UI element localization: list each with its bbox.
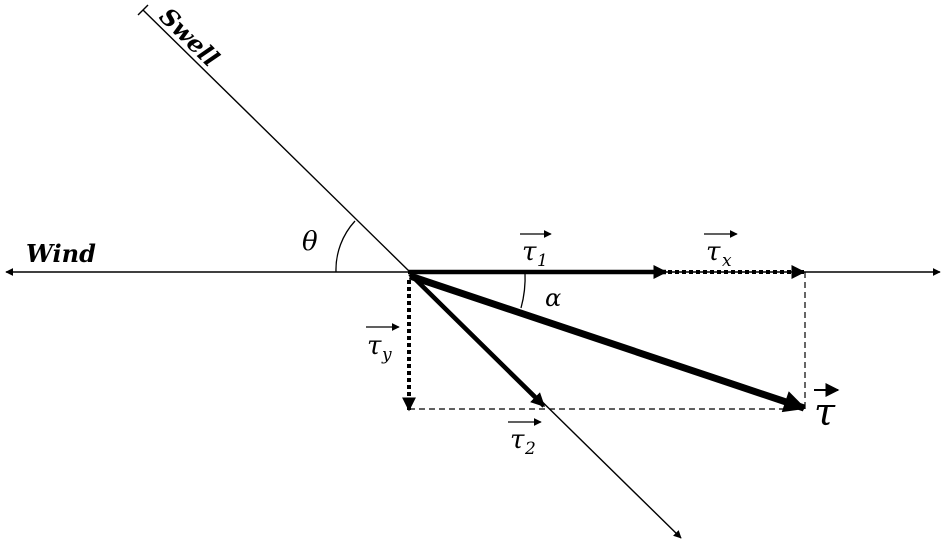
tau-resultant-label: τ xyxy=(814,383,840,434)
tau1-symbol: τ xyxy=(522,237,537,267)
taux-label: τ x xyxy=(704,230,738,271)
tauy-subscript: y xyxy=(381,345,392,365)
theta-angle-arc xyxy=(335,220,356,273)
tauy-symbol: τ xyxy=(367,331,382,361)
taux-subscript: x xyxy=(722,251,732,271)
tau-resultant-vector xyxy=(408,272,807,413)
tau2-vector xyxy=(408,272,546,408)
tau2-symbol: τ xyxy=(510,425,525,455)
tau1-label: τ 1 xyxy=(520,230,552,271)
wind-label: Wind xyxy=(26,239,96,268)
theta-label: θ xyxy=(302,227,318,257)
swell-axis-tick xyxy=(137,4,149,16)
tau-symbol: τ xyxy=(814,390,836,434)
taux-symbol: τ xyxy=(706,237,721,267)
tau2-label: τ 2 xyxy=(508,418,542,459)
tau1-subscript: 1 xyxy=(537,251,548,271)
tau2-subscript: 2 xyxy=(524,439,536,459)
alpha-label: α xyxy=(545,284,561,312)
tauy-label: τ y xyxy=(366,323,400,365)
alpha-angle-arc xyxy=(520,271,526,309)
swell-label: Swell xyxy=(154,2,225,73)
